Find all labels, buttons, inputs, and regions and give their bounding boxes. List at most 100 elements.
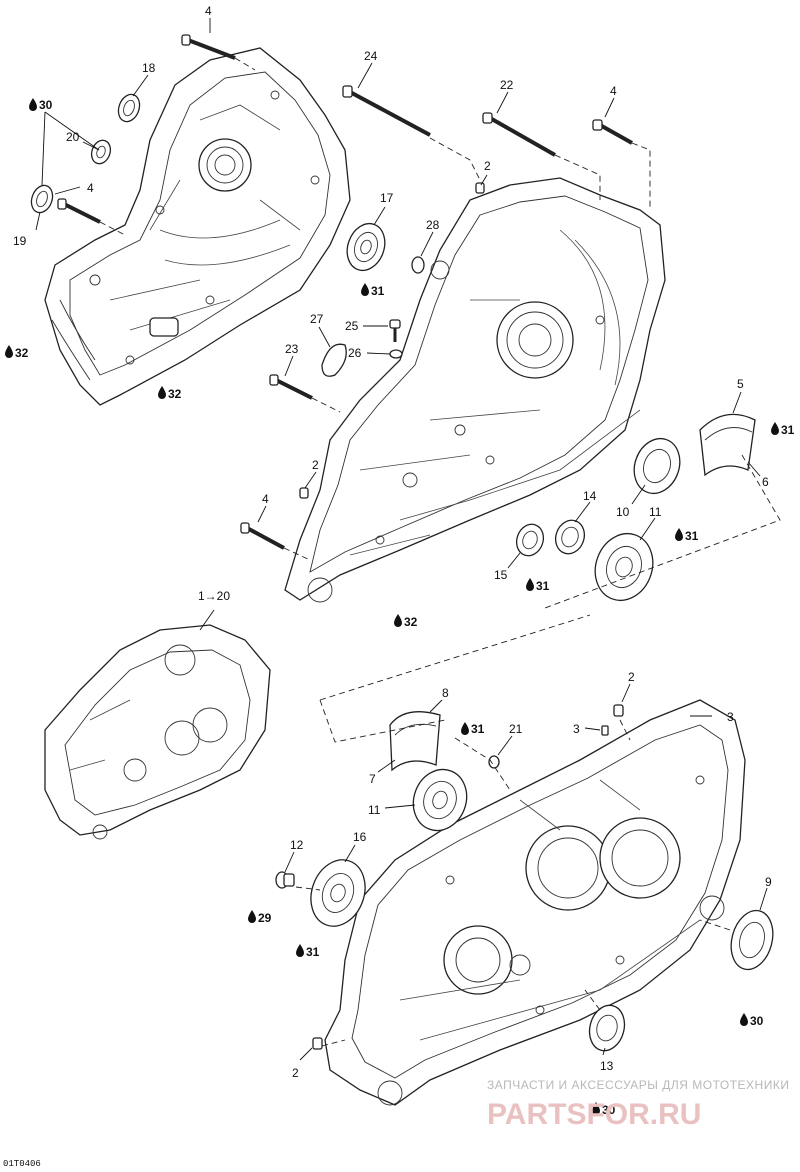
svg-text:31: 31 [471,722,485,736]
callout-label: 7 [369,772,376,786]
assembly-lines [99,57,781,1047]
svg-text:32: 32 [15,346,29,360]
svg-text:31: 31 [371,284,385,298]
callout-label: 5 [737,377,744,391]
callout-label: 4 [262,492,269,506]
callout-label: 17 [380,191,394,205]
oil-drop-icon: 30 [592,1102,616,1117]
callout-label: 11 [649,505,662,519]
washer-26 [389,349,403,359]
callout-label: 8 [442,686,449,700]
bolt-4-mid [240,522,285,550]
oil-drop-icon: 30 [740,1013,764,1028]
oil-drop-icon: 31 [675,528,699,543]
bearing-10 [633,437,681,495]
callout-label: 21 [509,722,523,736]
callout-label: 2 [628,670,635,684]
seal-13 [588,1004,626,1052]
oil-drop-icon: 32 [5,345,29,360]
callout-label: 22 [500,78,514,92]
bolt-24 [342,85,431,137]
svg-text:32: 32 [168,387,182,401]
bearing-shell-7-8 [389,711,441,772]
dowel-pin-2-c [613,704,624,717]
callout-label: 23 [285,342,299,356]
svg-text:29: 29 [258,911,272,925]
crankcase-upper-left-half [44,47,351,406]
leader-lines [35,18,768,1061]
watermark-logo: PARTSFOR.RU [487,1098,701,1131]
crankcase-assembly [44,624,271,840]
callout-label: 11 [368,803,381,817]
screw-25 [389,319,401,342]
callout-label: 18 [142,61,156,75]
bearing-11-upper [594,532,654,602]
callout-label: 15 [494,568,508,582]
oil-drop-icon: 31 [526,578,550,593]
callout-label: 26 [348,346,362,360]
drawing-code: 01T0406 [3,1159,41,1169]
oil-drop-icon: 32 [394,614,418,629]
needle-bearing-14 [554,519,586,555]
bearing-shell-5-6 [699,413,756,477]
callout-labels: 4 18 20 4 19 24 22 4 2 17 28 27 25 26 23… [13,4,772,1080]
oil-drop-icon: 30 [29,98,53,112]
oil-drop-icon: 31 [361,283,385,298]
watermark: ЗАПЧАСТИ И АКСЕССУАРЫ ДЛЯ МОТОТЕХНИКИ PA… [487,1078,789,1131]
callout-label: 4 [87,181,94,195]
callout-label: 1→20 [198,589,230,603]
watermark-tagline: ЗАПЧАСТИ И АКСЕССУАРЫ ДЛЯ МОТОТЕХНИКИ [487,1078,789,1092]
callout-label: 28 [426,218,440,232]
callout-label: 14 [583,489,597,503]
bolt-4-right [592,119,633,145]
callout-label: 27 [310,312,324,326]
callout-label: 2 [484,159,491,173]
bolt-22 [482,112,556,157]
svg-text:31: 31 [536,579,550,593]
callout-label: 25 [345,319,359,333]
svg-text:31: 31 [685,529,699,543]
crankcase-lower-half [324,699,746,1106]
callout-label: 10 [616,505,630,519]
o-ring-21 [488,755,500,769]
callout-label: 19 [13,234,27,248]
callout-label: 6 [762,475,769,489]
svg-text:32: 32 [404,615,418,629]
svg-text:31: 31 [781,423,795,437]
bearing-16 [310,859,366,927]
dowel-pin-2-a [475,182,485,194]
svg-text:30: 30 [750,1014,764,1028]
callout-label: 12 [290,838,304,852]
oil-drop-icon: 31 [461,722,485,736]
bolt-23 [269,374,313,400]
pin-3 [601,725,609,736]
crankcase-upper-right-half [284,177,666,603]
seal-9 [730,909,774,971]
svg-text:31: 31 [306,945,320,959]
gasket-27 [321,343,347,377]
oil-drop-icon: 31 [296,944,320,959]
callout-label: 9 [765,875,772,889]
seal-20 [90,139,112,165]
callout-label: 3 [573,722,580,736]
bearing-15 [515,523,545,557]
callout-label: 2 [292,1066,299,1080]
oil-drop-icon: 32 [158,386,182,401]
svg-text:30: 30 [602,1103,616,1117]
dowel-pin-2-d [312,1037,323,1050]
seal-18 [117,93,141,123]
lubricant-marks: 30 32 32 31 31 31 31 31 32 29 31 30 30 [5,98,795,1117]
dowel-pin-2-b [299,487,309,499]
callout-label: 13 [600,1059,614,1073]
oil-drop-icon: 31 [771,422,795,437]
plug-12 [275,871,295,889]
callout-label: 4 [610,84,617,98]
bearing-17 [346,222,386,272]
bearing-11-lower [412,768,468,832]
seal-19 [30,184,54,214]
o-ring-28 [411,256,425,274]
bolt-4-top [181,34,236,60]
bolt-4-left [57,198,101,224]
